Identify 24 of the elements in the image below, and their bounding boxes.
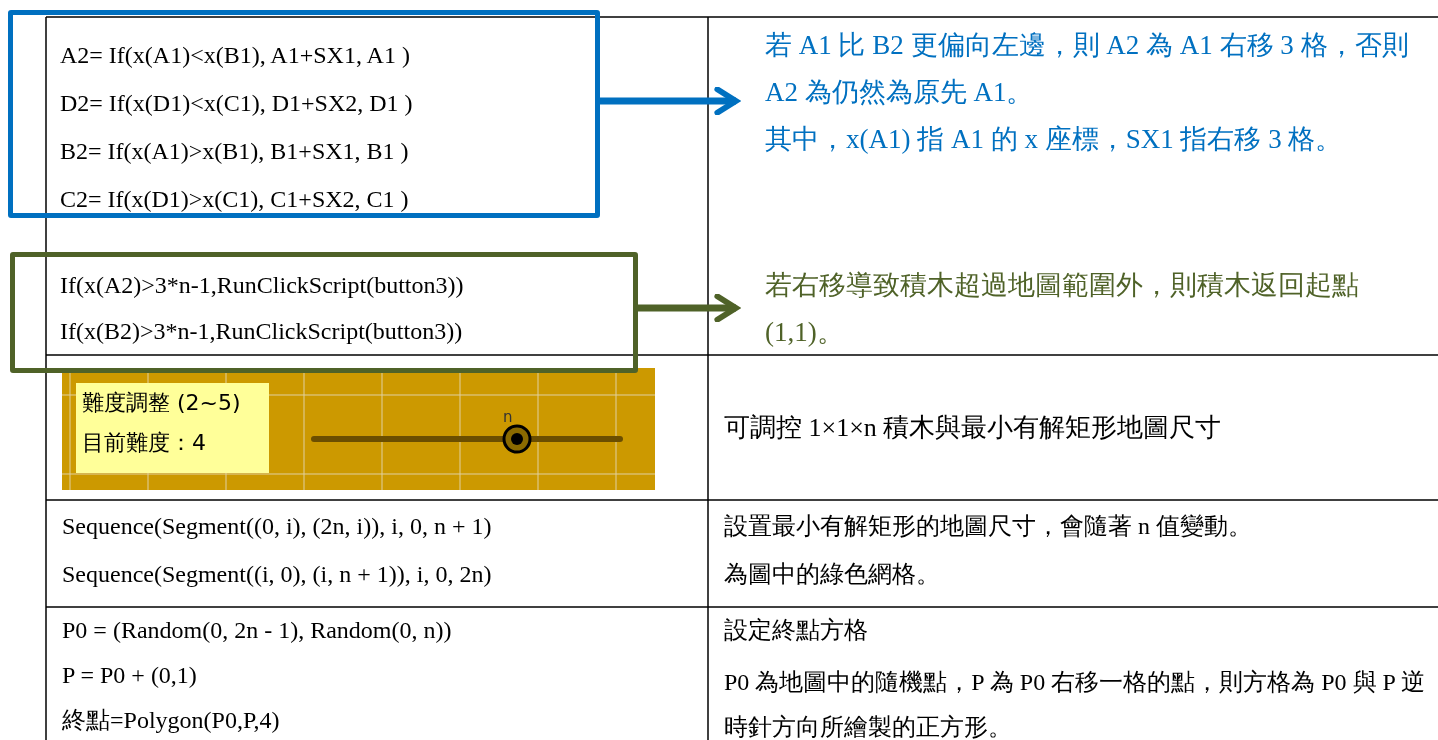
- formula-text: B2= If(x(A1)>x(B1), B1+SX1, B1 ): [60, 137, 409, 166]
- formula-text: If(x(A2)>3*n-1,RunClickScript(button3)): [60, 271, 464, 300]
- formula-text: D2= If(x(D1)<x(C1), D1+SX2, D1 ): [60, 89, 413, 118]
- slider-value: 目前難度：4: [82, 429, 206, 457]
- formula-text: Sequence(Segment((i, 0), (i, n + 1)), i, 0, 2n): [62, 560, 492, 589]
- formula-text: 終點=Polygon(P0,P,4): [62, 706, 280, 735]
- description-text: 設定終點方格: [724, 616, 868, 645]
- description-text: 可調控 1×1×n 積木與最小有解矩形地圖尺寸: [724, 413, 1222, 443]
- formula-box: [8, 10, 600, 218]
- slider-variable-label: n: [503, 407, 513, 428]
- note-text: 其中，x(A1) 指 A1 的 x 座標，SX1 指右移 3 格。: [765, 123, 1344, 156]
- description-text: 為圖中的綠色網格。: [724, 560, 940, 589]
- formula-text: C2= If(x(D1)>x(C1), C1+SX2, C1 ): [60, 185, 409, 214]
- formula-text: If(x(B2)>3*n-1,RunClickScript(button3)): [60, 317, 463, 346]
- note-text: 若右移導致積木超過地圖範圍外，則積木返回起點 (1,1)。: [765, 269, 1360, 349]
- formula-text: P0 = (Random(0, 2n - 1), Random(0, n)): [62, 616, 452, 645]
- description-text: P0 為地圖中的隨機點，P 為 P0 右移一格的點，則方格為 P0 與 P 逆時針方向所繪製的正方形。: [724, 668, 1426, 740]
- formula-text: P = P0 + (0,1): [62, 661, 197, 690]
- note-text: 若 A1 比 B2 更偏向左邊，則 A2 為 A1 右移 3 格，否則 A2 為仍然為原先 A1。: [765, 29, 1410, 109]
- slider-label: 難度調整 (2~5): [82, 389, 241, 417]
- formula-box: [10, 252, 638, 373]
- description-text: 設置最小有解矩形的地圖尺寸，會隨著 n 值變動。: [724, 512, 1252, 541]
- formula-text: Sequence(Segment((0, i), (2n, i)), i, 0, n + 1): [62, 512, 492, 541]
- formula-text: A2= If(x(A1)<x(B1), A1+SX1, A1 ): [60, 41, 410, 70]
